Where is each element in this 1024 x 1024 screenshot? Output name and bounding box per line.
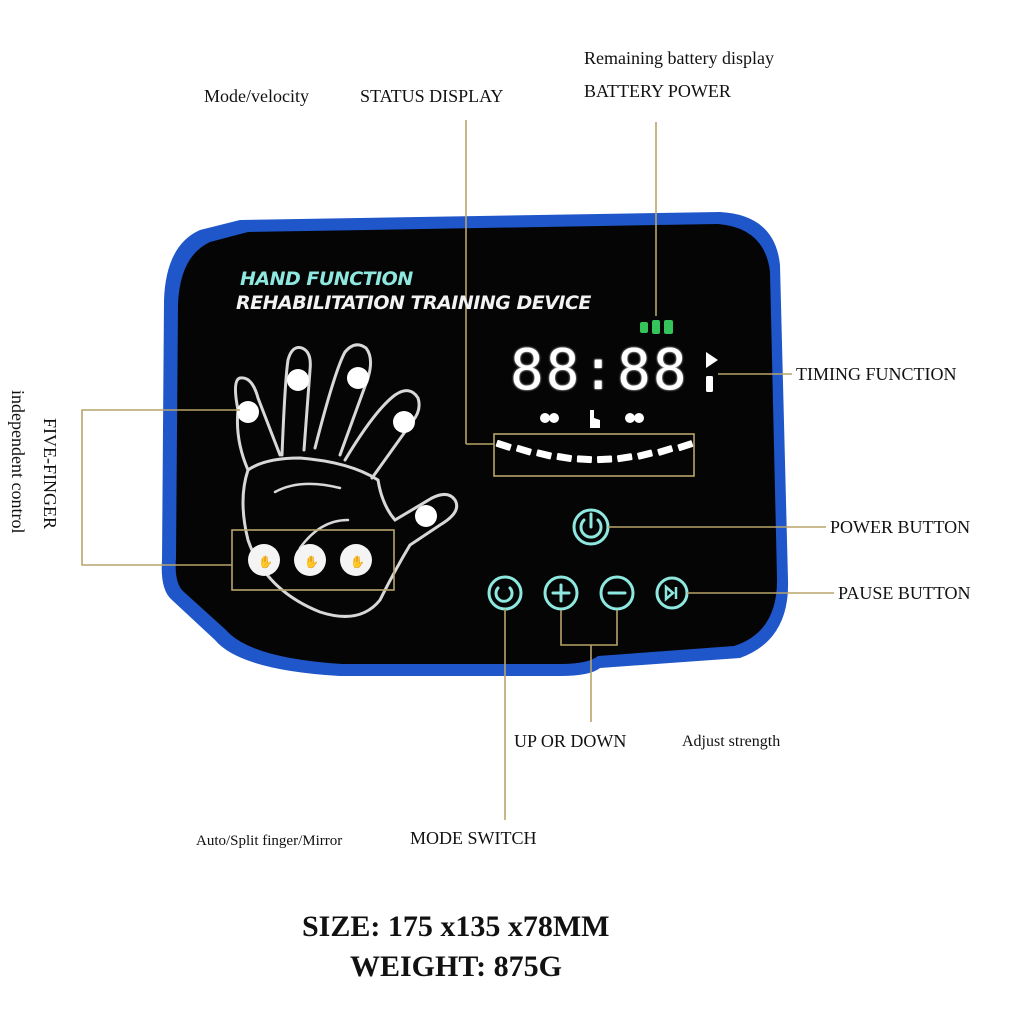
strength-segment bbox=[657, 445, 674, 456]
strength-bar bbox=[495, 439, 694, 464]
up-down-label: UP OR DOWN bbox=[514, 731, 627, 751]
increase-button[interactable] bbox=[543, 575, 579, 611]
strength-segment bbox=[637, 449, 653, 460]
mode-small-label: Auto/Split finger/Mirror bbox=[196, 833, 343, 849]
battery-indicator bbox=[640, 320, 673, 334]
status-display-label: STATUS DISPLAY bbox=[360, 86, 504, 106]
strength-segment bbox=[556, 453, 573, 463]
palm-button-1[interactable] bbox=[248, 544, 280, 576]
finger-dot-middle bbox=[347, 367, 369, 389]
callout-lines bbox=[81, 120, 834, 820]
strength-segment bbox=[515, 444, 532, 456]
finger-dot-ring bbox=[287, 369, 309, 391]
finger-dot-index bbox=[393, 411, 415, 433]
palm-button-2[interactable] bbox=[294, 544, 326, 576]
plus-icon bbox=[551, 583, 571, 603]
palm-buttons: ✋ ✋ ✋ bbox=[248, 544, 372, 576]
power-icon bbox=[579, 512, 603, 539]
mode-velocity-label: Mode/velocity bbox=[204, 86, 309, 106]
timer-display: 88:88 bbox=[510, 338, 689, 403]
svg-text:✋: ✋ bbox=[304, 555, 319, 569]
panel-title-line2: REHABILITATION TRAINING DEVICE bbox=[236, 292, 591, 314]
strength-segment bbox=[495, 439, 512, 451]
strength-segment bbox=[677, 440, 694, 452]
mode-indicator-icons bbox=[540, 410, 644, 428]
panel-title-line1: HAND FUNCTION bbox=[240, 268, 413, 290]
weight-spec: WEIGHT: 875G bbox=[350, 950, 562, 983]
strength-segment bbox=[596, 455, 613, 464]
palm-button-3[interactable] bbox=[340, 544, 372, 576]
timing-function-label: TIMING FUNCTION bbox=[796, 364, 957, 384]
mode-cycle-icon bbox=[494, 586, 514, 603]
finger-indicators bbox=[237, 367, 437, 527]
svg-text:✋: ✋ bbox=[258, 555, 273, 569]
five-finger-label-line2: independent control bbox=[8, 390, 28, 534]
adjust-strength-label: Adjust strength bbox=[682, 733, 781, 750]
decrease-button[interactable] bbox=[599, 575, 635, 611]
finger-dot-thumb bbox=[415, 505, 437, 527]
svg-text:✋: ✋ bbox=[350, 555, 365, 569]
play-pause-icon bbox=[664, 584, 678, 602]
mode-switch-label: MODE SWITCH bbox=[410, 828, 537, 848]
hand-outline bbox=[233, 343, 459, 618]
battery-label-line2: BATTERY POWER bbox=[584, 81, 731, 101]
five-finger-label-line1: FIVE-FINGER bbox=[40, 418, 60, 529]
finger-dot-pinky bbox=[237, 401, 259, 423]
pause-indicator-icon bbox=[706, 376, 713, 392]
strength-segment bbox=[576, 455, 593, 464]
power-button-label: POWER BUTTON bbox=[830, 517, 971, 537]
pause-button-label: PAUSE BUTTON bbox=[838, 583, 971, 603]
strength-segment bbox=[536, 449, 552, 460]
strength-segment bbox=[616, 453, 633, 463]
play-indicator-icon bbox=[706, 352, 718, 368]
battery-label-line1: Remaining battery display bbox=[584, 48, 774, 68]
size-spec: SIZE: 175 x135 x78MM bbox=[302, 910, 610, 943]
